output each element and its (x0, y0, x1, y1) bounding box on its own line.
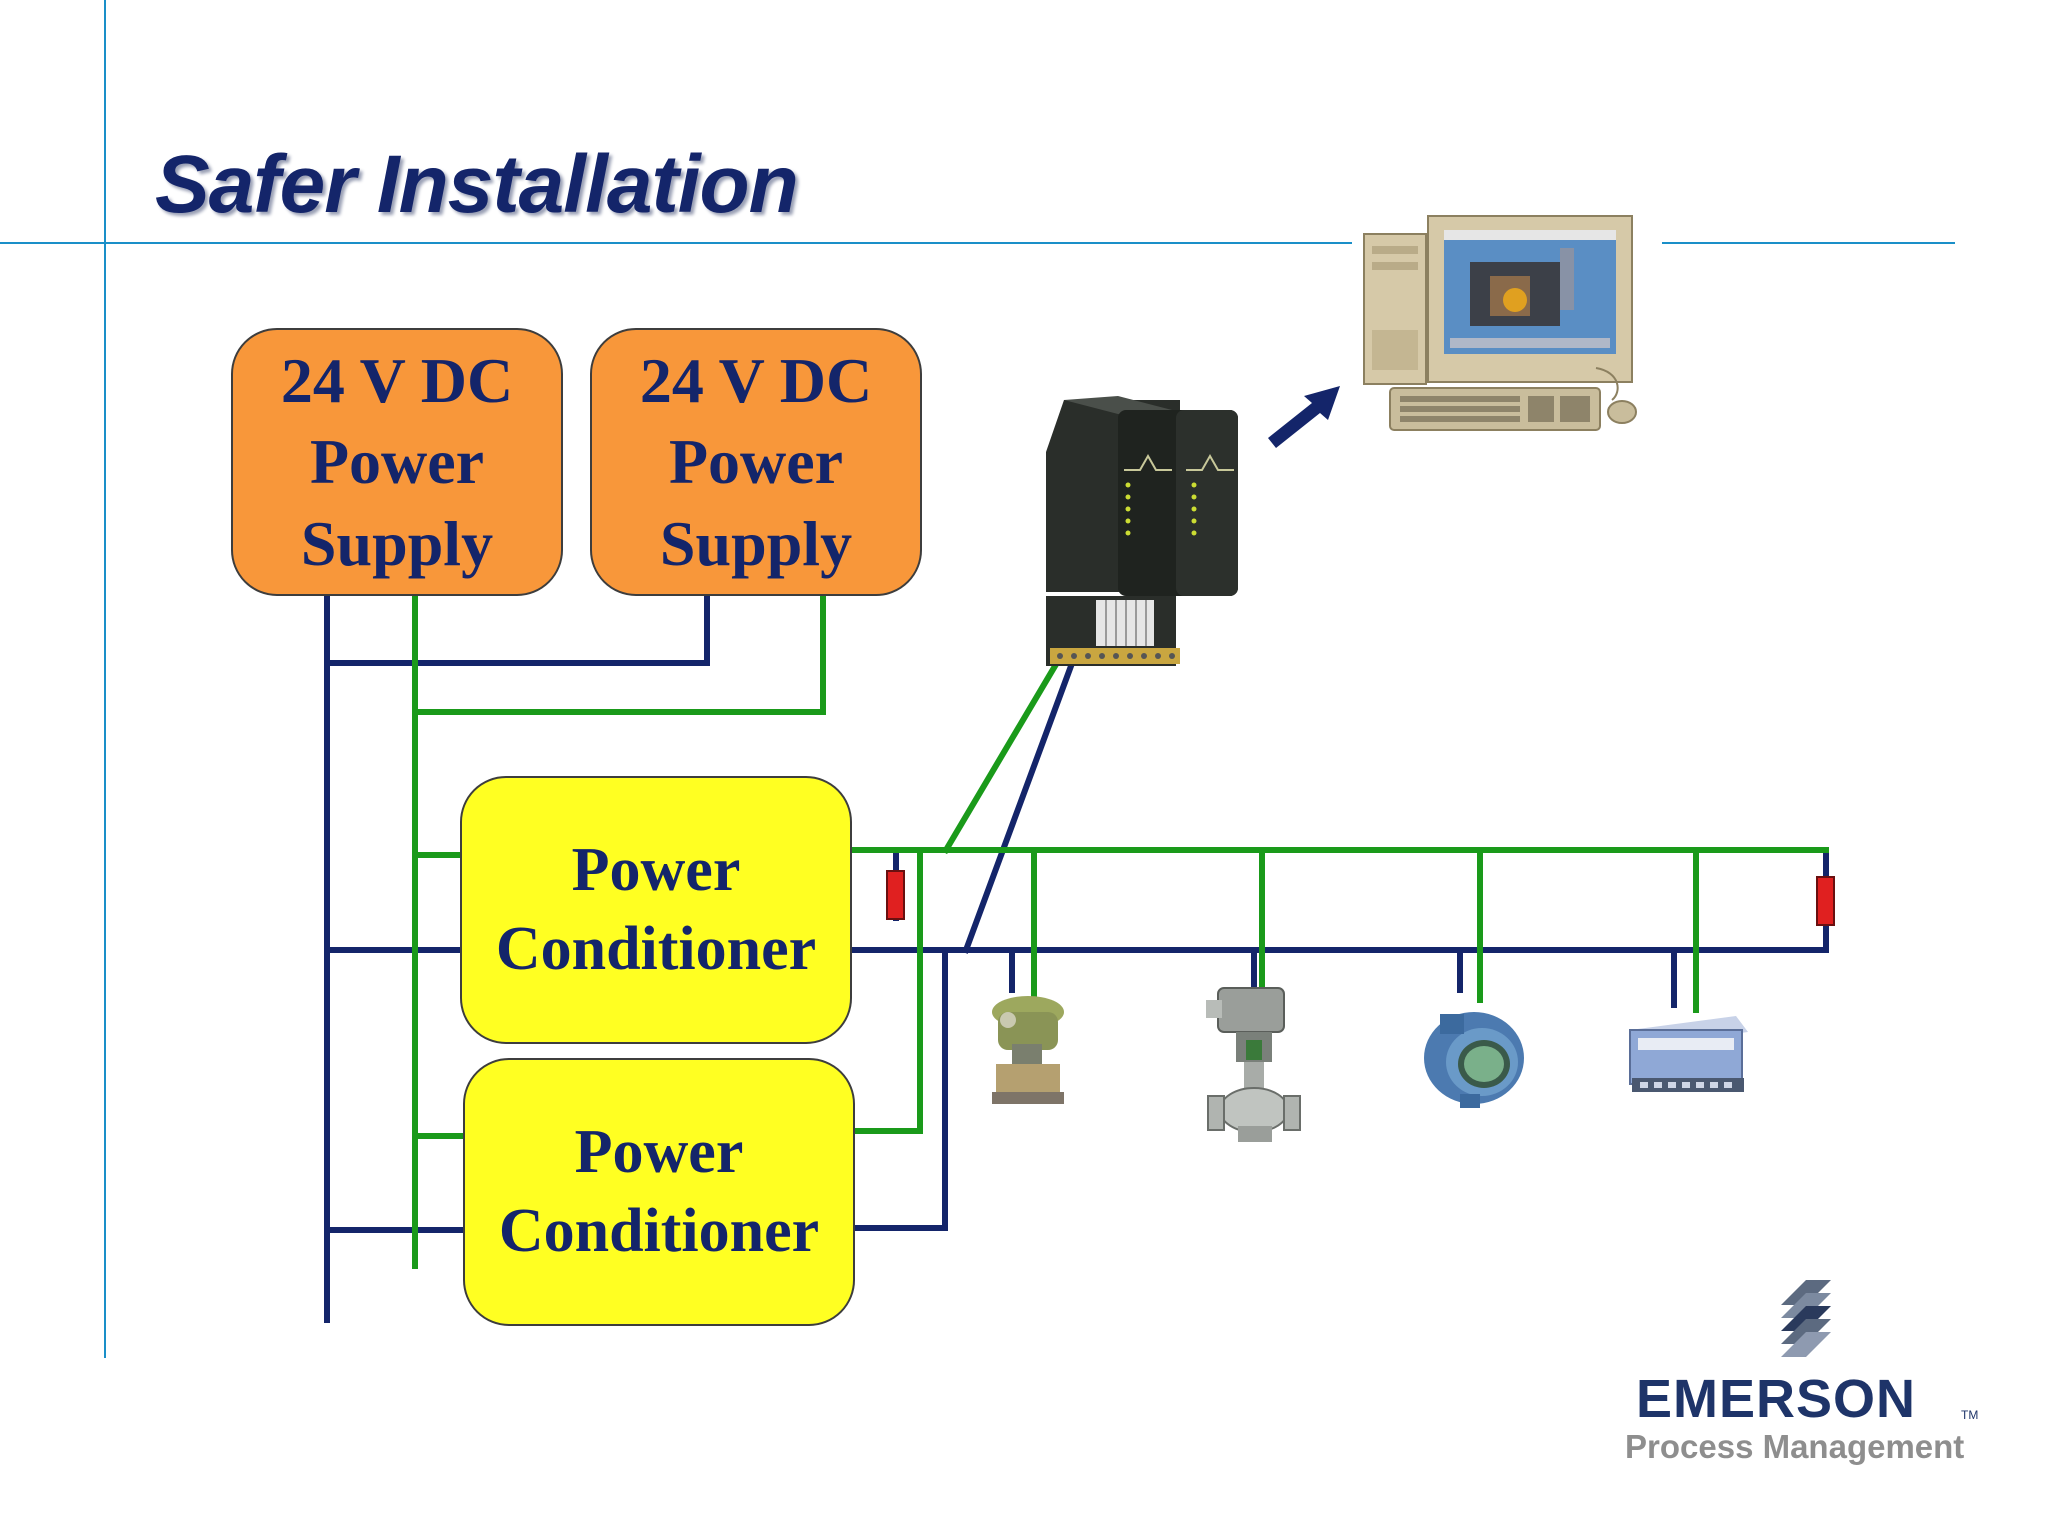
emerson-logo-icon (1781, 1280, 1831, 1357)
power-conditioner-2: Power Conditioner (463, 1058, 855, 1326)
power-conditioner-2-line1: Power (574, 1118, 744, 1187)
power-conditioner-1-line1: Power (571, 836, 741, 905)
bus-terminator-right (1816, 876, 1835, 926)
controller-icon (1046, 396, 1238, 666)
green-wires (412, 593, 1829, 1269)
power-conditioner-1: Power Conditioner (460, 776, 852, 1044)
power-supply-2-line1: 24 V DC (639, 345, 873, 417)
power-supply-2-line2: Power (668, 426, 844, 498)
trademark-mark: TM (1961, 1408, 1979, 1422)
power-supply-1-line2: Power (309, 426, 485, 498)
emerson-logo-subtitle: Process Management (1625, 1428, 1965, 1465)
io-module-icon (1629, 1016, 1748, 1092)
arrow-icon (1268, 386, 1340, 448)
bus-terminator-left (886, 870, 905, 920)
power-conditioner-1-line2: Conditioner (495, 915, 817, 983)
power-conditioner-2-line2: Conditioner (498, 1197, 820, 1265)
power-supply-2: 24 V DC Power Supply (590, 328, 922, 596)
power-supply-1-line1: 24 V DC (280, 345, 514, 417)
workstation-computer-icon (1363, 215, 1637, 431)
temperature-transmitter-icon (1424, 1012, 1524, 1108)
power-supply-1-line3: Supply (300, 507, 494, 579)
power-supply-2-line3: Supply (659, 507, 853, 579)
pressure-transmitter-icon (992, 996, 1064, 1104)
control-valve-icon (1206, 987, 1301, 1142)
slide-title: Safer Installation (155, 139, 799, 230)
emerson-logo-text: EMERSON (1636, 1369, 1917, 1429)
navy-wires (324, 593, 1829, 1323)
power-supply-1: 24 V DC Power Supply (231, 328, 563, 596)
